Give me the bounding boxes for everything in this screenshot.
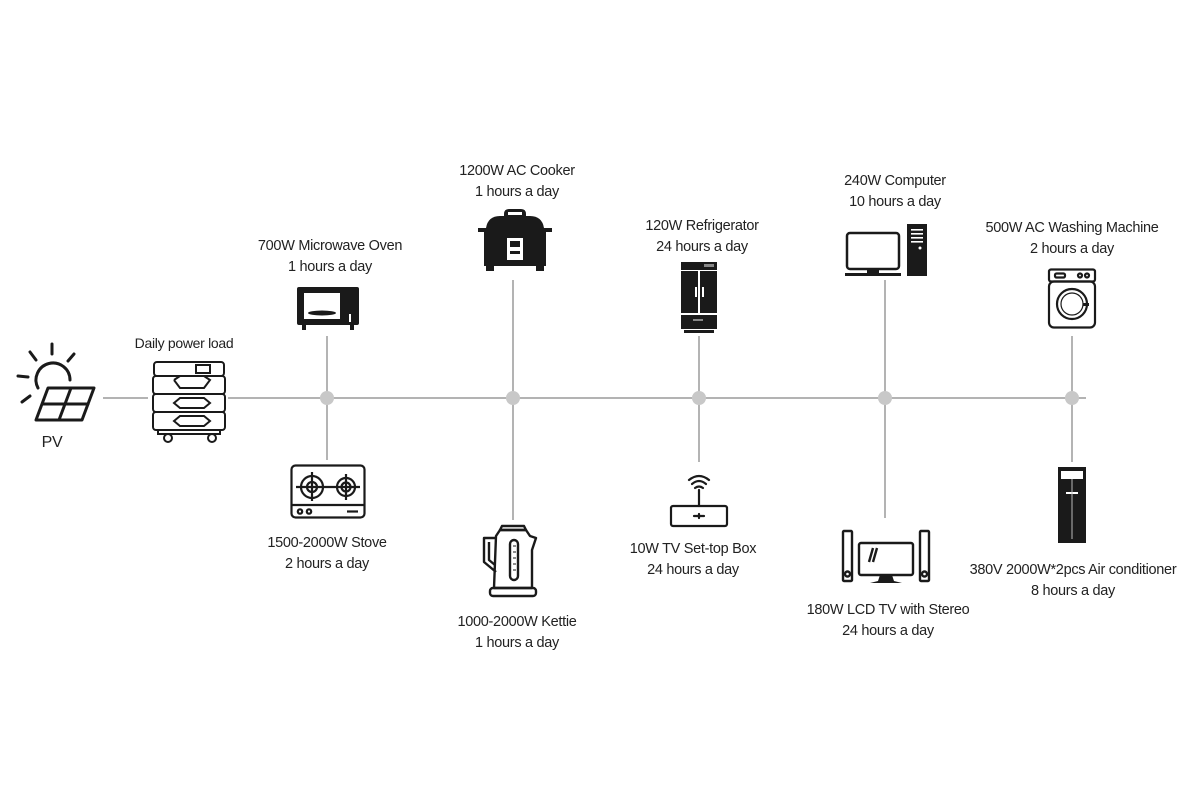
load-name: 10W TV Set-top Box xyxy=(629,541,757,557)
load-label-air-conditioner: 380V 2000W*2pcs Air conditioner 8 hours … xyxy=(970,560,1177,602)
battery-stack-icon xyxy=(152,361,226,443)
load-name: 120W Refrigerator xyxy=(645,218,759,234)
load-name: 1000-2000W Kettie xyxy=(457,614,577,630)
load-label-stove: 1500-2000W Stove 2 hours a day xyxy=(267,533,387,575)
solar-panel-icon xyxy=(16,342,96,422)
load-name: 380V 2000W*2pcs Air conditioner xyxy=(969,562,1177,578)
storage-label: Daily power load xyxy=(134,335,234,351)
junction-node xyxy=(692,391,706,405)
load-usage: 1 hours a day xyxy=(288,259,372,275)
set-top-box-icon xyxy=(669,474,729,528)
load-label-cooker: 1200W AC Cooker 1 hours a day xyxy=(459,161,575,203)
gas-stove-icon xyxy=(290,464,366,519)
load-usage: 1 hours a day xyxy=(475,635,559,651)
junction-node xyxy=(1065,391,1079,405)
load-name: 1200W AC Cooker xyxy=(459,163,575,179)
refrigerator-icon xyxy=(681,262,717,333)
load-usage: 10 hours a day xyxy=(849,194,941,210)
load-name: 1500-2000W Stove xyxy=(267,535,387,551)
pv-label: PV xyxy=(41,434,63,451)
load-usage: 8 hours a day xyxy=(1031,583,1115,599)
air-conditioner-icon xyxy=(1058,467,1086,543)
rice-cooker-icon xyxy=(478,209,552,271)
load-label-tv-stereo: 180W LCD TV with Stereo 24 hours a day xyxy=(807,600,970,642)
washing-machine-icon xyxy=(1047,268,1097,329)
load-name: 180W LCD TV with Stereo xyxy=(806,602,970,618)
load-usage: 24 hours a day xyxy=(647,562,739,578)
kettle-icon xyxy=(482,524,538,598)
load-label-washing-machine: 500W AC Washing Machine 2 hours a day xyxy=(985,218,1158,260)
load-usage: 2 hours a day xyxy=(1030,241,1114,257)
load-usage: 24 hours a day xyxy=(656,239,748,255)
load-usage: 1 hours a day xyxy=(475,184,559,200)
tv-stereo-icon xyxy=(841,529,931,583)
load-label-kettle: 1000-2000W Kettie 1 hours a day xyxy=(457,612,576,654)
junction-node xyxy=(506,391,520,405)
load-name: 240W Computer xyxy=(844,173,946,189)
junction-node xyxy=(320,391,334,405)
microwave-icon xyxy=(297,287,359,330)
load-name: 700W Microwave Oven xyxy=(257,238,403,254)
load-usage: 24 hours a day xyxy=(842,623,934,639)
load-label-computer: 240W Computer 10 hours a day xyxy=(844,171,946,213)
desktop-computer-icon xyxy=(845,224,927,276)
load-label-refrigerator: 120W Refrigerator 24 hours a day xyxy=(645,216,759,258)
load-usage: 2 hours a day xyxy=(285,556,369,572)
load-label-microwave: 700W Microwave Oven 1 hours a day xyxy=(258,236,402,278)
load-label-set-top-box: 10W TV Set-top Box 24 hours a day xyxy=(630,539,757,581)
load-name: 500W AC Washing Machine xyxy=(985,220,1159,236)
junction-node xyxy=(878,391,892,405)
